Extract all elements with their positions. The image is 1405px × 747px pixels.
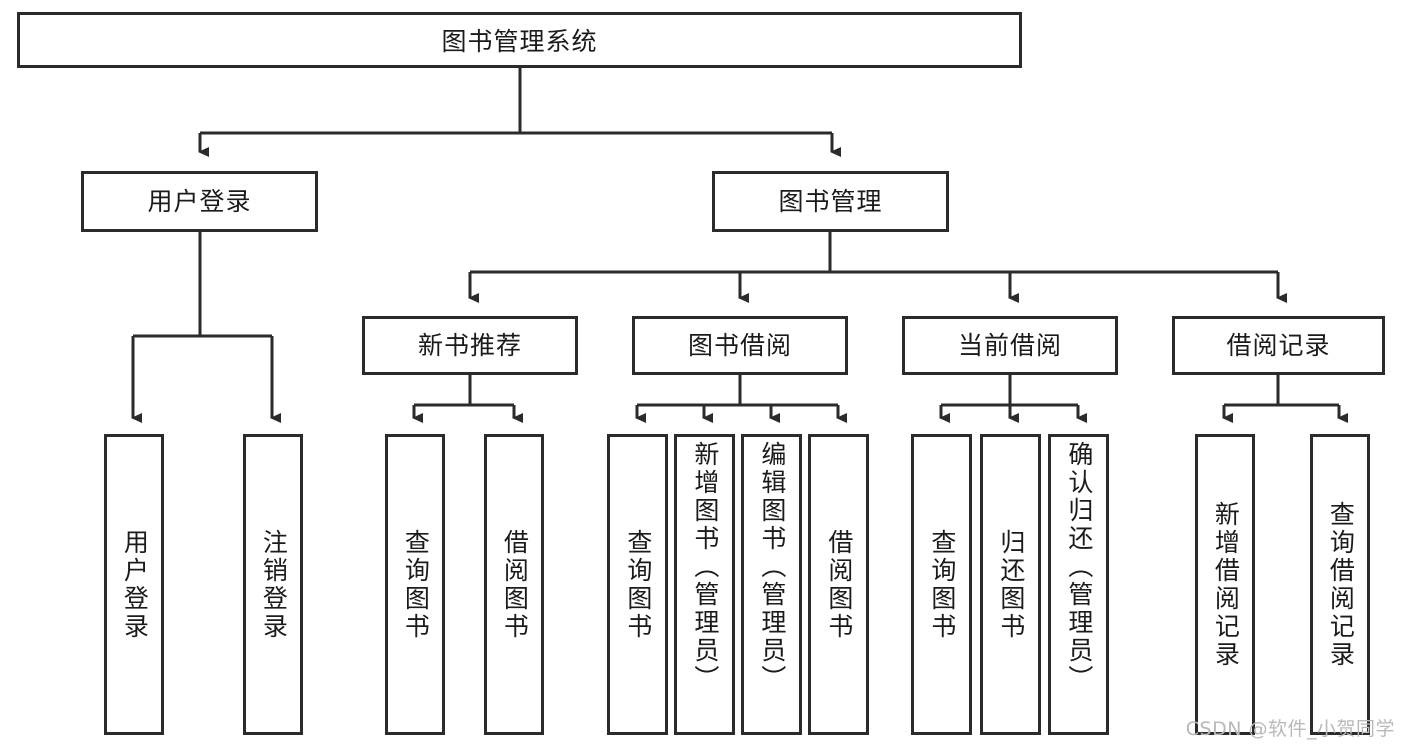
node-root-system-label: 图书管理系统: [441, 27, 598, 56]
leaf-borrow-add-book[interactable]: 新增图书（管理员）: [674, 434, 735, 735]
leaf-recommend-query-book-label: 查询图书: [401, 528, 431, 641]
leaf-user-login-login[interactable]: 用户登录: [104, 434, 164, 735]
node-borrow-record[interactable]: 借阅记录: [1172, 316, 1385, 375]
node-book-borrow-label: 图书借阅: [687, 330, 792, 360]
node-borrow-record-label: 借阅记录: [1226, 330, 1331, 360]
node-book-management[interactable]: 图书管理: [712, 171, 949, 232]
leaf-borrow-query-book[interactable]: 查询图书: [607, 434, 668, 735]
leaf-user-login-logout[interactable]: 注销登录: [243, 434, 303, 735]
leaf-current-return-book[interactable]: 归还图书: [980, 434, 1041, 735]
leaf-borrow-borrow-book[interactable]: 借阅图书: [808, 434, 869, 735]
leaf-recommend-query-book[interactable]: 查询图书: [385, 434, 445, 735]
node-user-login-label: 用户登录: [147, 186, 252, 216]
leaf-current-confirm-return-label: 确认归还（管理员）: [1064, 441, 1094, 693]
node-current-borrow[interactable]: 当前借阅: [902, 316, 1118, 375]
node-new-book-recommend[interactable]: 新书推荐: [362, 316, 578, 375]
leaf-borrow-edit-book-label: 编辑图书（管理员）: [757, 441, 787, 693]
watermark-text: CSDN @软件_小贺同学: [1185, 718, 1395, 740]
leaf-recommend-borrow-book[interactable]: 借阅图书: [484, 434, 544, 735]
leaf-user-login-logout-label: 注销登录: [259, 528, 289, 641]
node-book-borrow[interactable]: 图书借阅: [632, 316, 848, 375]
leaf-current-confirm-return[interactable]: 确认归还（管理员）: [1048, 434, 1109, 735]
leaf-borrow-query-book-label: 查询图书: [623, 528, 653, 641]
node-root-system[interactable]: 图书管理系统: [17, 12, 1022, 68]
leaf-borrow-borrow-book-label: 借阅图书: [824, 528, 854, 641]
leaf-borrow-add-book-label: 新增图书（管理员）: [690, 441, 720, 693]
leaf-recommend-borrow-book-label: 借阅图书: [500, 528, 530, 641]
leaf-current-query-book[interactable]: 查询图书: [911, 434, 972, 735]
leaf-current-query-book-label: 查询图书: [927, 528, 957, 641]
leaf-current-return-book-label: 归还图书: [996, 528, 1026, 641]
node-book-management-label: 图书管理: [778, 186, 883, 216]
leaf-user-login-login-label: 用户登录: [120, 528, 150, 641]
leaf-record-query-record[interactable]: 查询借阅记录: [1310, 434, 1370, 735]
leaf-record-add-record[interactable]: 新增借阅记录: [1195, 434, 1255, 735]
node-user-login[interactable]: 用户登录: [81, 171, 318, 232]
node-current-borrow-label: 当前借阅: [957, 330, 1062, 360]
leaf-borrow-edit-book[interactable]: 编辑图书（管理员）: [741, 434, 802, 735]
node-new-book-recommend-label: 新书推荐: [417, 330, 522, 360]
leaf-record-query-record-label: 查询借阅记录: [1326, 500, 1356, 669]
leaf-record-add-record-label: 新增借阅记录: [1211, 500, 1241, 669]
